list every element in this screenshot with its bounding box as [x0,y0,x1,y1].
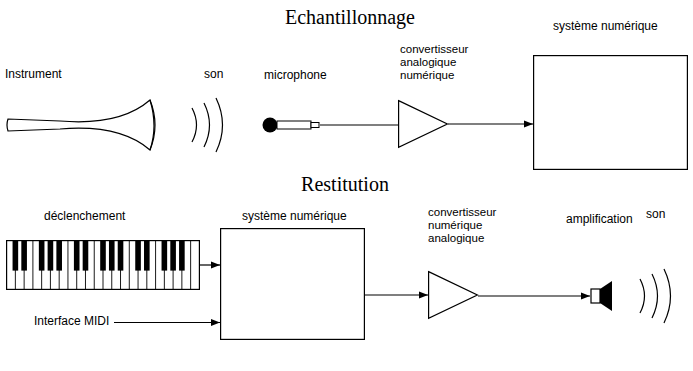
sound-waves [640,269,671,323]
system-box: système numérique [533,55,688,170]
node-shape [590,280,614,312]
microphone-node: microphone [262,116,320,134]
system-box: système numérique [220,228,365,340]
speaker-magnet [591,289,600,303]
instrument-horn [7,100,154,150]
node-label: convertisseur analogique numérique [400,43,468,82]
signal-arrow [114,322,220,323]
sound-label: son [204,68,223,81]
microphone-plug [311,123,319,128]
node-shape [262,116,320,134]
microphone-body [277,121,311,129]
node-shape [6,240,200,290]
signal-arrow [448,123,533,124]
sound-label: son [646,208,665,221]
instrument-label: Instrument [5,68,62,81]
signal-arrow [478,295,590,296]
box-outline [221,229,365,340]
converter-triangle [429,272,478,319]
node-shape [533,55,688,170]
converter-node: convertisseur analogique numérique [398,100,448,148]
horn-bell [150,100,155,150]
node-shape [428,271,478,319]
speaker-cone [600,281,612,311]
section-heading: Restitution [301,173,389,196]
input-node: Interface MIDI [34,315,114,330]
node-label: convertisseur numérique analogique [428,206,496,245]
signal-arrow [320,124,398,125]
diagram-title: Echantillonnage [285,6,415,29]
node-shape [220,228,365,340]
keyboard-node: déclenchement [6,240,200,290]
signal-arrow [200,264,220,265]
node-label: système numérique [553,20,658,33]
speaker-node: amplification [590,280,614,312]
signal-arrow [365,294,428,295]
node-label: déclenchement [44,210,125,223]
node-label: amplification [566,213,633,226]
converter-triangle [399,101,448,148]
node-label: système numérique [242,210,347,223]
node-label: microphone [264,69,327,82]
node-label: Interface MIDI [34,315,114,328]
sound-waves [192,98,223,152]
microphone-head [263,118,278,133]
converter-node: convertisseur numérique analogique [428,271,478,319]
box-outline [534,56,688,170]
keyboard-outline [7,241,200,290]
node-shape [398,100,448,148]
